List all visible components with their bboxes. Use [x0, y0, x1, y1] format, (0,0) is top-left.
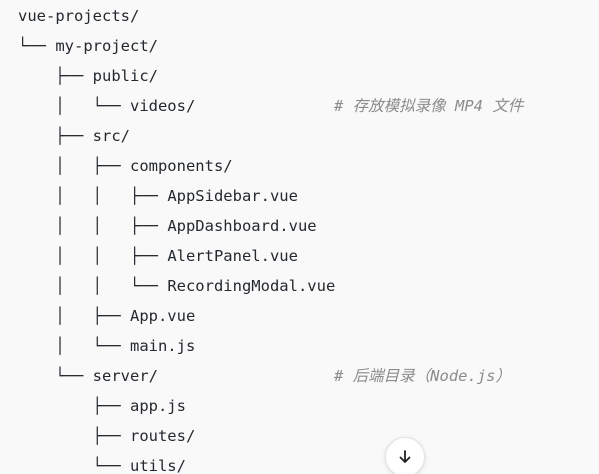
tree-line: └── my-project/ — [18, 37, 158, 55]
tree-entry-name: my-project/ — [55, 37, 158, 55]
tree-comment-server: # 后端目录（Node.js） — [334, 367, 511, 385]
tree-line: └── server/ — [18, 367, 158, 385]
tree-entry-name: server/ — [92, 367, 158, 385]
tree-entry-name: public/ — [92, 67, 158, 85]
tree-entry-name: components/ — [129, 157, 233, 175]
arrow-down-icon — [399, 450, 411, 463]
tree-entry-name: main.js — [129, 337, 196, 355]
tree-entry-name: RecordingModal.vue — [167, 277, 336, 295]
tree-line: ├── app.js — [18, 397, 186, 415]
tree-entry-name: AlertPanel.vue — [167, 247, 298, 265]
tree-line: │ │ ├── AppSidebar.vue — [18, 187, 298, 205]
tree-line: │ └── main.js — [18, 337, 196, 355]
tree-entry-name: app.js — [129, 397, 186, 415]
tree-line: │ │ ├── AppDashboard.vue — [18, 217, 317, 235]
tree-entry-name: App.vue — [129, 307, 196, 325]
tree-entry-name: vue-projects/ — [18, 7, 140, 25]
tree-comment-videos: # 存放模拟录像 MP4 文件 — [334, 97, 524, 115]
tree-line: └── utils/ — [18, 457, 186, 474]
scroll-to-bottom-button[interactable] — [385, 437, 425, 474]
tree-entry-name: AppDashboard.vue — [167, 217, 317, 235]
tree-line: │ └── videos/ — [18, 97, 196, 115]
tree-entry-name: videos/ — [129, 97, 196, 115]
tree-line: │ │ ├── AlertPanel.vue — [18, 247, 298, 265]
tree-line: │ ├── components/ — [18, 157, 233, 175]
tree-entry-name: routes/ — [129, 427, 196, 445]
tree-entry-name: utils/ — [129, 457, 186, 474]
tree-entry-name: src/ — [92, 127, 130, 145]
tree-line: │ ├── App.vue — [18, 307, 196, 325]
tree-line: ├── src/ — [18, 127, 130, 145]
tree-line: ├── public/ — [18, 67, 158, 85]
tree-entry-name: AppSidebar.vue — [167, 187, 298, 205]
tree-line: vue-projects/ — [18, 5, 139, 27]
tree-line: ├── routes/ — [18, 427, 196, 445]
tree-line: │ │ └── RecordingModal.vue — [18, 277, 336, 295]
